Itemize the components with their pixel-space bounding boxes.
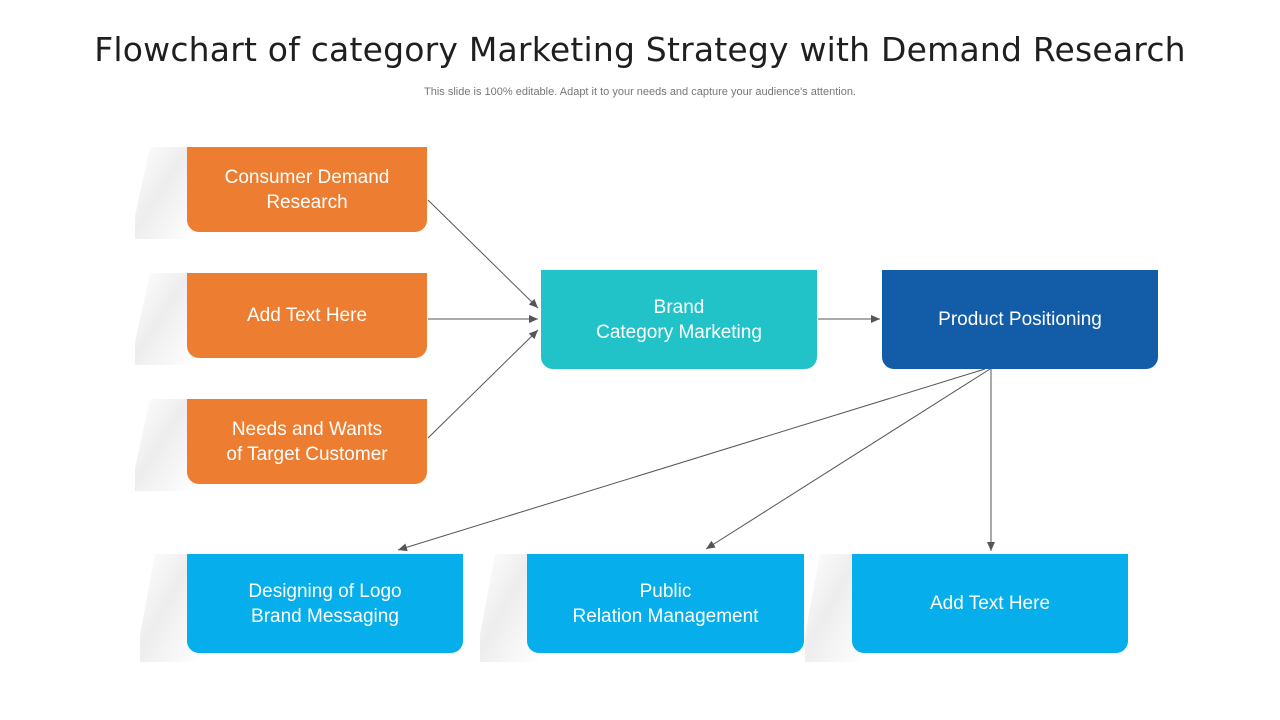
arrow-needs-to-brand — [427, 329, 539, 439]
needs-wants-box: Needs and Wants of Target Customer — [187, 399, 427, 484]
logo-brand-messaging-box: Designing of Logo Brand Messaging — [187, 554, 463, 653]
add-text-bottom-box: Add Text Here — [852, 554, 1128, 653]
arrow-consumer-to-brand — [427, 199, 539, 309]
public-relation-box: Public Relation Management — [527, 554, 804, 653]
arrow-positioning-to-pr — [705, 368, 991, 550]
page-subtitle: This slide is 100% editable. Adapt it to… — [424, 86, 856, 98]
arrow-positioning-to-logo — [397, 368, 986, 552]
add-text-left-box: Add Text Here — [187, 273, 427, 358]
consumer-demand-research-box: Consumer Demand Research — [187, 147, 427, 232]
product-positioning-box: Product Positioning — [882, 270, 1158, 369]
page-title: Flowchart of category Marketing Strategy… — [94, 30, 1186, 69]
brand-category-marketing-box: Brand Category Marketing — [541, 270, 817, 369]
